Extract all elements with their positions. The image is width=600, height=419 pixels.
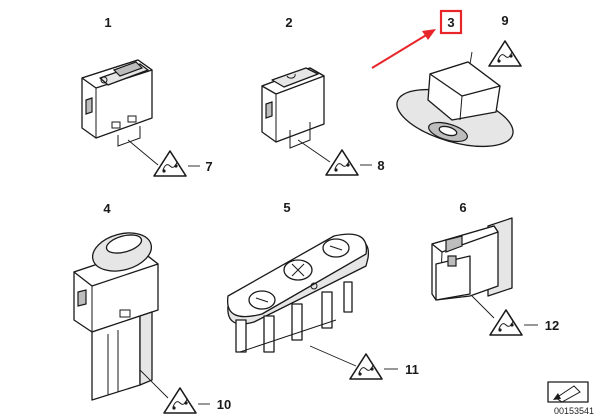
warning-triangle-icon-10	[163, 387, 197, 414]
part-2-switch	[261, 67, 325, 149]
callout-5: 5	[283, 200, 290, 215]
callout-12: 12	[545, 318, 559, 333]
callout-2: 2	[285, 15, 292, 30]
callout-4: 4	[103, 201, 111, 216]
diagram-logo-icon	[547, 381, 589, 403]
drawing-code: 00153541	[554, 406, 594, 416]
part-4-switch	[73, 232, 159, 401]
highlight-arrow	[371, 29, 436, 69]
part-3-switch	[396, 61, 514, 148]
warning-triangle-icon-11	[349, 353, 383, 380]
callout-1: 1	[104, 15, 111, 30]
highlight-box	[439, 9, 463, 35]
callout-10: 10	[217, 397, 231, 412]
callout-6: 6	[459, 200, 466, 215]
callout-7: 7	[205, 159, 212, 174]
part-1-switch	[81, 59, 153, 147]
callout-3: 3	[447, 15, 454, 30]
warning-triangle-icon-7	[153, 150, 187, 177]
part-5-switch	[227, 233, 370, 353]
callout-11: 11	[405, 362, 419, 377]
callout-8: 8	[377, 158, 384, 173]
warning-triangle-icon-12	[489, 309, 523, 336]
warning-triangle-icon-8	[325, 149, 359, 176]
warning-triangle-icon-9	[488, 40, 522, 67]
part-6-switch	[431, 217, 513, 301]
callout-9: 9	[501, 13, 508, 28]
